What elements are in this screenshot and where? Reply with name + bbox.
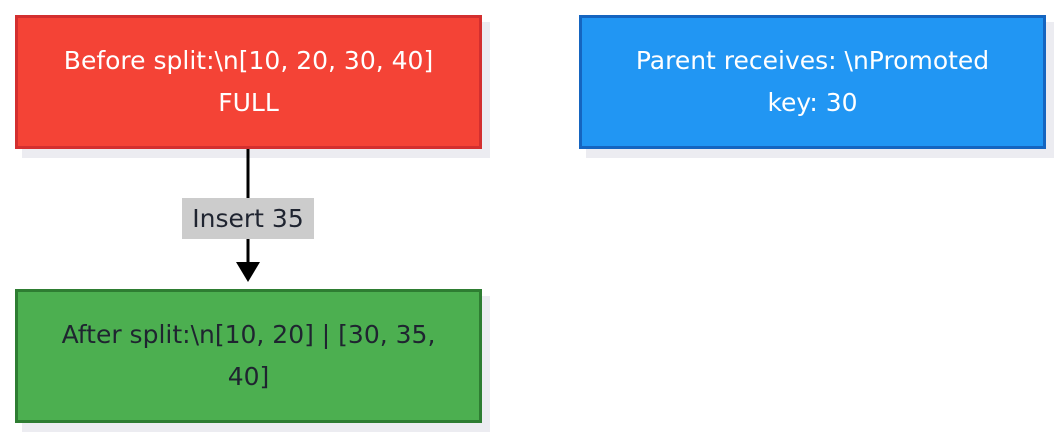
node-after-split: After split:\n[10, 20] | [30, 35, 40]	[15, 289, 482, 423]
node-parent-receives-label: Parent receives: \nPromoted key: 30	[635, 46, 990, 117]
node-before-split-label: Before split:\n[10, 20, 30, 40] FULL	[63, 46, 434, 117]
edge-insert-label: Insert 35	[182, 198, 314, 239]
node-after-split-label: After split:\n[10, 20] | [30, 35, 40]	[61, 320, 436, 391]
edge-insert-arrowhead	[236, 262, 260, 282]
node-before-split: Before split:\n[10, 20, 30, 40] FULL	[15, 15, 482, 149]
node-parent-receives: Parent receives: \nPromoted key: 30	[579, 15, 1046, 149]
